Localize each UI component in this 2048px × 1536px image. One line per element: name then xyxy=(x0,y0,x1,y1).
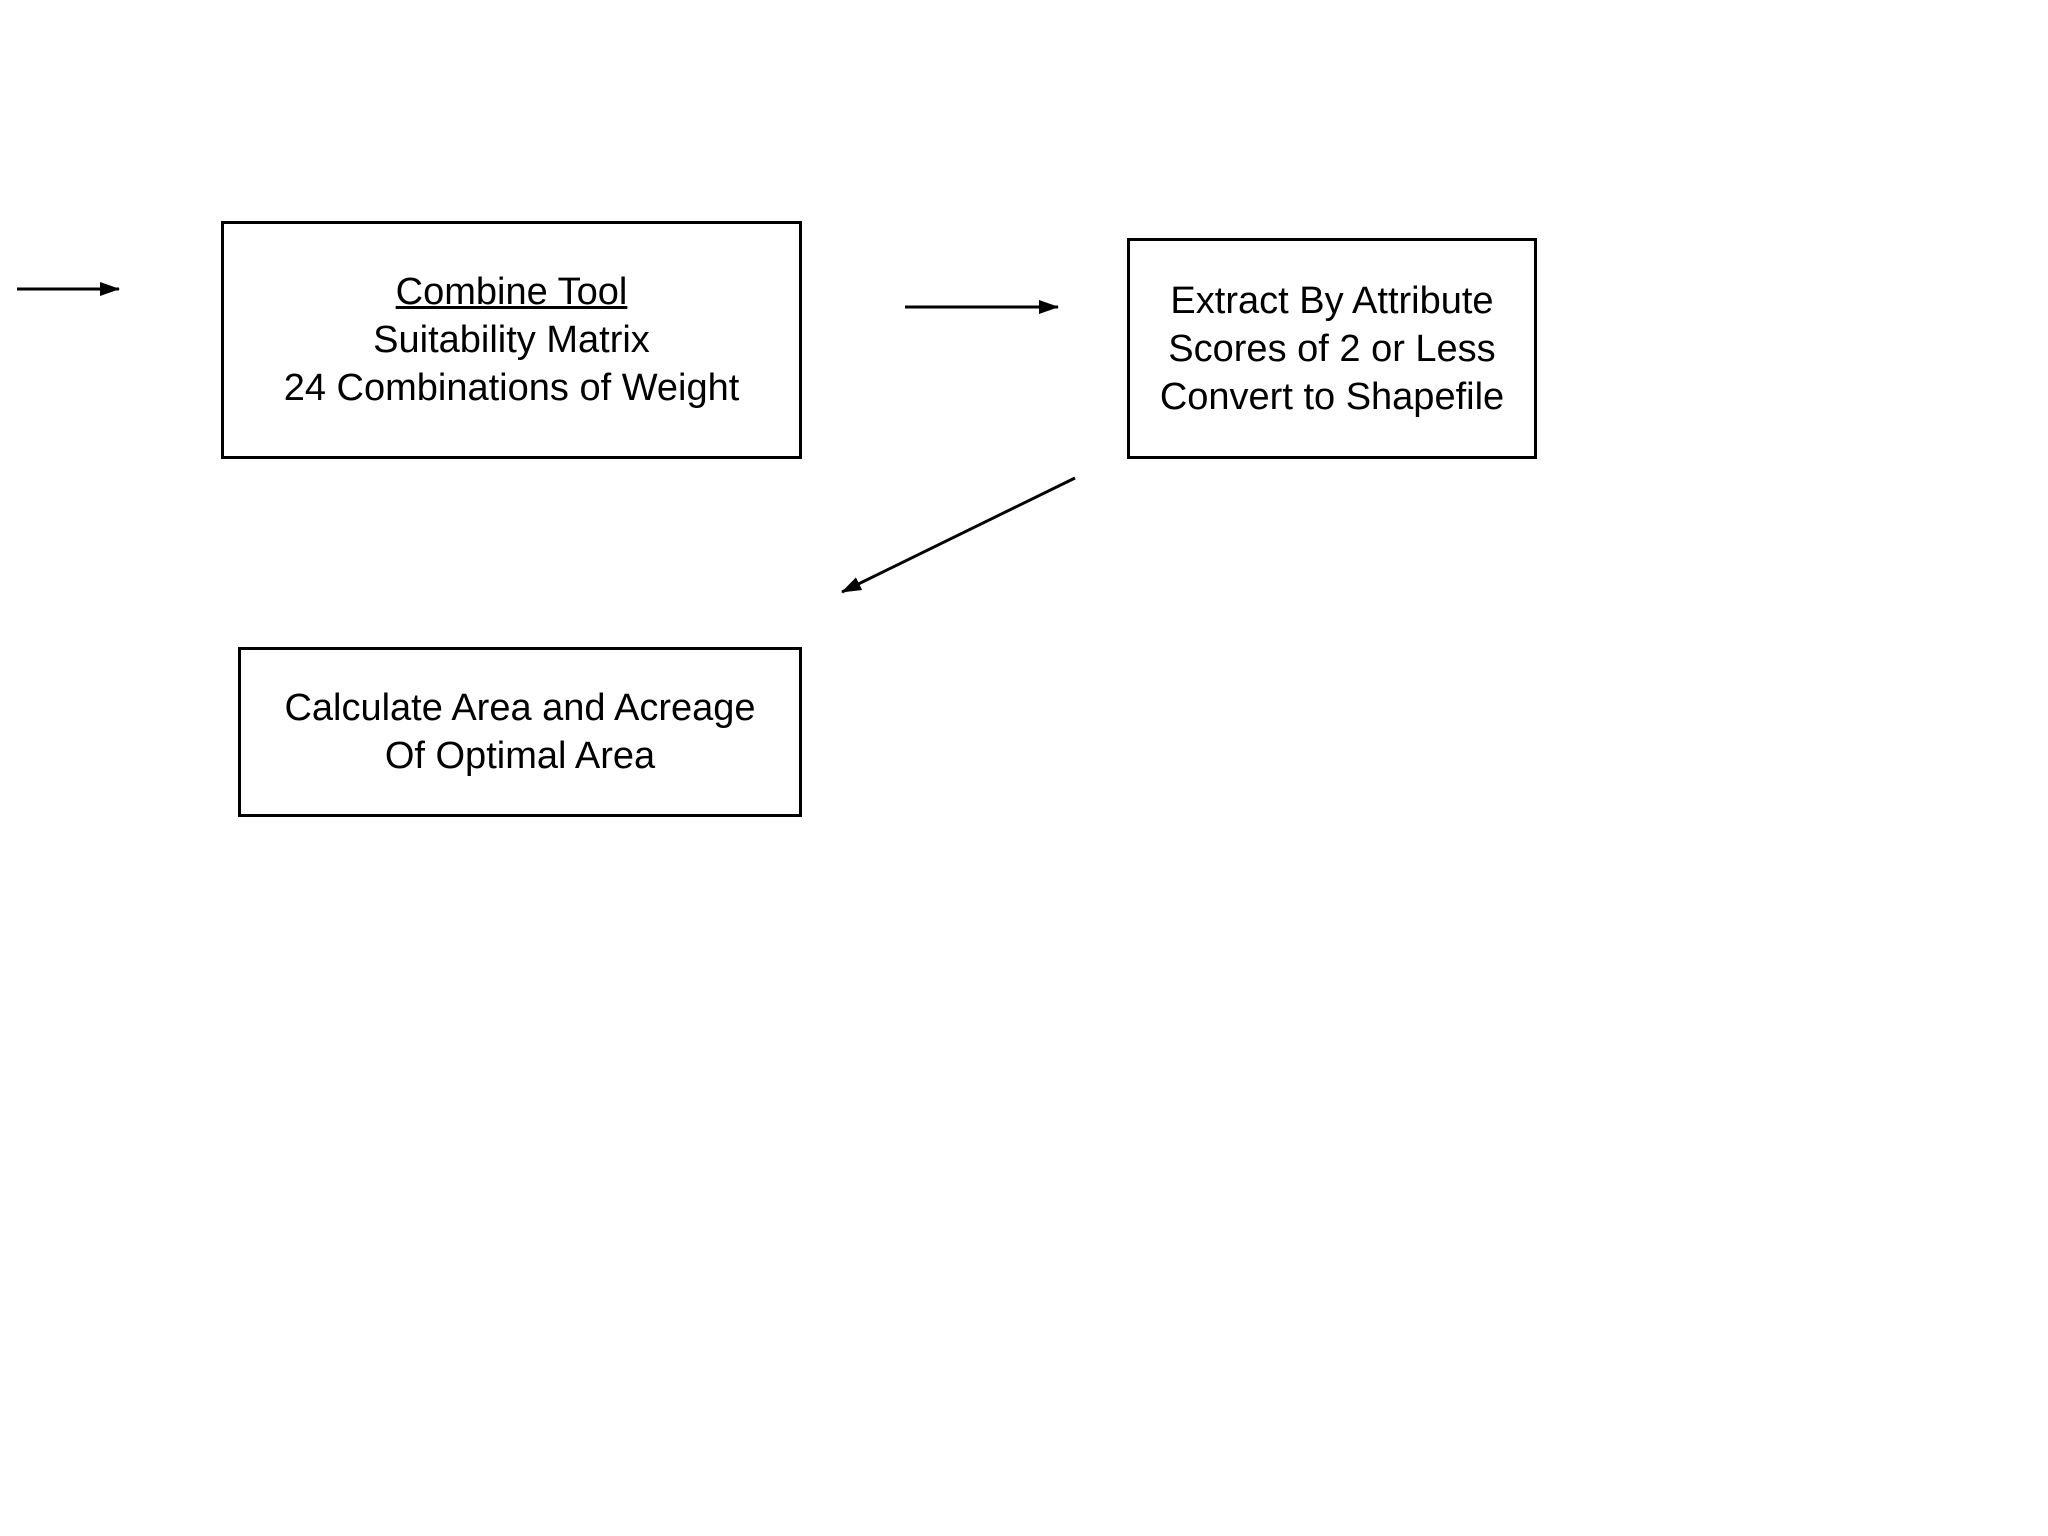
extract-line-1: Extract By Attribute xyxy=(1170,279,1494,322)
flowchart-box-extract-by-attribute: Extract By Attribute Scores of 2 or Less… xyxy=(1127,238,1537,459)
calculate-line-2: Of Optimal Area xyxy=(384,735,656,777)
calculate-line-1: Calculate Area and Acreage xyxy=(284,687,756,729)
combine-tool-line-2: Suitability Matrix xyxy=(373,319,650,361)
extract-line-3: Convert to Shapefile xyxy=(1159,375,1505,418)
combine-tool-line-3: 24 Combinations of Weight xyxy=(283,367,740,409)
extract-line-2: Scores of 2 or Less xyxy=(1168,327,1496,370)
arrow-extract-to-calculate xyxy=(841,476,1076,594)
flowchart-box-combine-tool: Combine Tool Suitability Matrix 24 Combi… xyxy=(221,221,802,459)
combine-tool-title: Combine Tool xyxy=(395,271,628,313)
flowchart-box-calculate-area: Calculate Area and Acreage Of Optimal Ar… xyxy=(238,647,802,817)
